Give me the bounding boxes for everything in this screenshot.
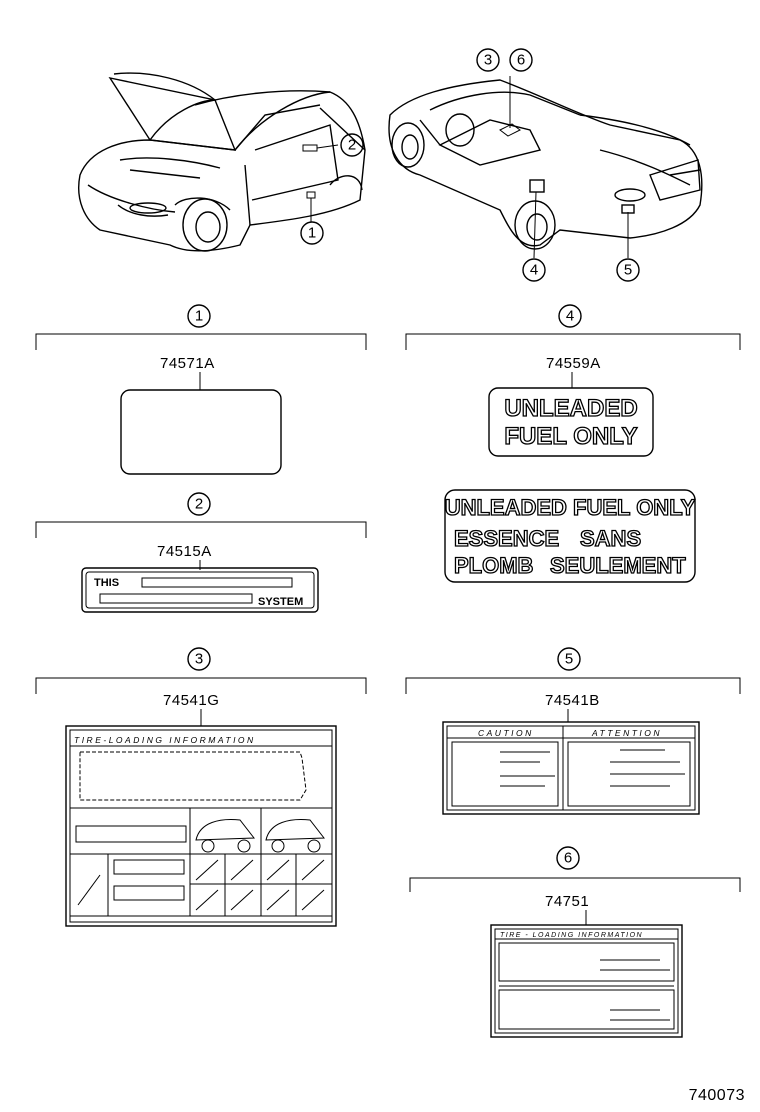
section-4: 4 74559A UNLEADED FUEL ONLY UNLEADED FUE… (405, 304, 741, 583)
section-2-callout: 2 (195, 496, 203, 513)
label-74515A (81, 567, 319, 613)
label-4b-line3-left: PLOMB (454, 553, 533, 578)
label-74541B (442, 721, 700, 815)
label-74751 (490, 924, 683, 1038)
callout-1-car: 1 (300, 221, 324, 245)
callout-3-car-text: 3 (484, 52, 492, 69)
section-1: 1 74571A (35, 304, 367, 475)
section-6: 6 74751 TIRE - LOADING INFORMATION (409, 846, 741, 1038)
label-2-this: THIS (94, 577, 119, 589)
callout-1-car-text: 1 (308, 225, 316, 242)
label-4b-line2-left: ESSENCE (454, 526, 559, 551)
callout-3-car: 3 (476, 48, 500, 72)
callout-4-car-text: 4 (530, 262, 538, 279)
callout-2-car-text: 2 (348, 137, 356, 154)
label-4b-line3-right: SEULEMENT (550, 553, 686, 578)
label-3-title: TIRE-LOADING INFORMATION (74, 735, 256, 745)
label-spot-2 (302, 144, 318, 152)
callout-6-car-text: 6 (517, 52, 525, 69)
callout-2-car: 2 (340, 133, 364, 157)
figure-number: 740073 (689, 1087, 745, 1104)
label-5-caution: CAUTION (478, 728, 534, 738)
part-number-3: 74541G (163, 692, 219, 709)
section-5: 5 74541B CAUTION ATTENTION (405, 647, 741, 815)
section-1-callout: 1 (195, 308, 203, 325)
label-74571A (120, 389, 282, 475)
part-number-6: 74751 (545, 893, 589, 910)
callout-5-car-text: 5 (624, 262, 632, 279)
label-5-attention: ATTENTION (591, 728, 662, 738)
part-number-2: 74515A (157, 543, 212, 560)
label-4b-line2-right: SANS (580, 526, 641, 551)
label-4b-line1: UNLEADED FUEL ONLY (445, 495, 696, 520)
section-3: 3 74541G TIRE-LOADING INFORMATION (35, 647, 367, 927)
label-4a-line1: UNLEADED (504, 395, 637, 422)
front-car-illustration (78, 72, 366, 252)
part-number-1: 74571A (160, 355, 215, 372)
part-number-5: 74541B (545, 692, 600, 709)
callout-5-car: 5 (616, 258, 640, 282)
callout-4-car: 4 (522, 258, 546, 282)
callout-6-car: 6 (509, 48, 533, 72)
label-74559A-b (444, 489, 696, 583)
label-spot-1 (306, 191, 316, 199)
section-6-callout: 6 (564, 850, 572, 867)
part-number-4: 74559A (546, 355, 601, 372)
section-5-callout: 5 (565, 651, 573, 668)
section-3-callout: 3 (195, 651, 203, 668)
label-6-title: TIRE - LOADING INFORMATION (500, 932, 643, 939)
section-4-callout: 4 (566, 308, 574, 325)
label-74559A-a (488, 387, 654, 457)
label-2-system: SYSTEM (258, 596, 303, 608)
label-4a-line2: FUEL ONLY (504, 423, 637, 450)
rear-car-illustration (388, 79, 703, 250)
section-2: 2 74515A THIS SYSTEM (35, 492, 367, 613)
label-74541G (65, 725, 337, 927)
